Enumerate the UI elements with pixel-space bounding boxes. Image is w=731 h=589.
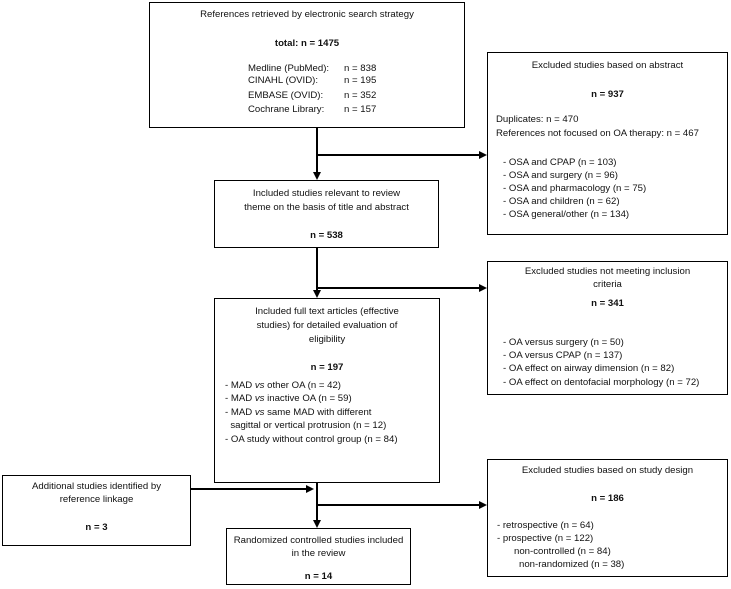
full-text-item: - OA study without control group (n = 84… bbox=[225, 434, 398, 445]
arrow-right-icon bbox=[306, 485, 314, 493]
full-text-item: - MAD vs same MAD with different bbox=[225, 407, 372, 418]
excluded-item: - OA effect on airway dimension (n = 82) bbox=[503, 363, 675, 374]
box3-line: studies) for detailed evaluation of bbox=[256, 320, 398, 331]
full-text-box bbox=[214, 298, 440, 483]
source-count: n = 157 bbox=[344, 104, 377, 115]
excluded-design-count: n = 186 bbox=[591, 493, 624, 504]
source-name: Medline (PubMed): bbox=[248, 63, 330, 74]
search-title: References retrieved by electronic searc… bbox=[200, 9, 414, 20]
additional-studies-box bbox=[2, 475, 191, 546]
arrow-right-icon bbox=[479, 501, 487, 509]
source-name: EMBASE (OVID): bbox=[248, 90, 324, 101]
excluded-inclusion-line1: Excluded studies not meeting inclusion bbox=[524, 266, 691, 277]
excluded-item: - OSA and surgery (n = 96) bbox=[503, 170, 618, 181]
arrow-down-icon bbox=[313, 290, 321, 298]
arrow-right-icon bbox=[479, 151, 487, 159]
source-name: Cochrane Library: bbox=[248, 104, 325, 115]
excluded-item: - OA versus surgery (n = 50) bbox=[503, 337, 624, 348]
box4-line2: in the review bbox=[291, 548, 346, 559]
included-title-abstract-box bbox=[214, 180, 439, 248]
duplicates-line: Duplicates: n = 470 bbox=[496, 114, 579, 125]
connector-line bbox=[191, 488, 306, 490]
source-count: n = 195 bbox=[344, 75, 377, 86]
box3-count: n = 197 bbox=[310, 362, 344, 373]
connector-line bbox=[316, 248, 318, 290]
additional-line1: Additional studies identified by bbox=[31, 481, 162, 492]
excluded-design-title: Excluded studies based on study design bbox=[521, 465, 694, 476]
excluded-abstract-count: n = 937 bbox=[591, 89, 624, 100]
excluded-inclusion-line2: criteria bbox=[593, 279, 622, 290]
excluded-subitem: non-controlled (n = 84) bbox=[514, 546, 611, 557]
excluded-inclusion-box bbox=[487, 261, 728, 395]
box2-line1: Included studies relevant to review bbox=[252, 188, 401, 199]
source-count: n = 352 bbox=[344, 90, 377, 101]
source-name: CINAHL (OVID): bbox=[248, 75, 319, 86]
connector-line bbox=[316, 483, 318, 520]
box3-line: eligibility bbox=[308, 334, 346, 345]
excluded-subitem: non-randomized (n = 38) bbox=[519, 559, 625, 570]
excluded-item: - prospective (n = 122) bbox=[497, 533, 594, 544]
excluded-item: - retrospective (n = 64) bbox=[497, 520, 594, 531]
arrow-down-icon bbox=[313, 520, 321, 528]
box3-line: Included full text articles (effective bbox=[255, 306, 399, 317]
box4-count: n = 14 bbox=[304, 571, 333, 582]
rct-included-box bbox=[226, 528, 411, 585]
references-line: References not focused on OA therapy: n … bbox=[496, 128, 699, 139]
excluded-abstract-box bbox=[487, 52, 728, 235]
full-text-item: - MAD vs other OA (n = 42) bbox=[225, 380, 341, 391]
excluded-item: - OA effect on dentofacial morphology (n… bbox=[503, 377, 700, 388]
excluded-item: - OSA and CPAP (n = 103) bbox=[503, 157, 617, 168]
additional-line2: reference linkage bbox=[59, 494, 134, 505]
excluded-item: - OA versus CPAP (n = 137) bbox=[503, 350, 623, 361]
excluded-item: - OSA and children (n = 62) bbox=[503, 196, 620, 207]
excluded-item: - OSA and pharmacology (n = 75) bbox=[503, 183, 647, 194]
excluded-item: - OSA general/other (n = 134) bbox=[503, 209, 630, 220]
excluded-abstract-title: Excluded studies based on abstract bbox=[531, 60, 684, 71]
arrow-down-icon bbox=[313, 172, 321, 180]
full-text-item: - MAD vs inactive OA (n = 59) bbox=[225, 393, 352, 404]
arrow-right-icon bbox=[479, 284, 487, 292]
connector-line bbox=[316, 154, 479, 156]
additional-count: n = 3 bbox=[85, 522, 108, 533]
source-count: n = 838 bbox=[344, 63, 377, 74]
excluded-inclusion-count: n = 341 bbox=[591, 298, 624, 309]
box2-line2: theme on the basis of title and abstract bbox=[244, 202, 409, 213]
excluded-design-box bbox=[487, 459, 728, 577]
connector-line bbox=[316, 504, 479, 506]
box2-count: n = 538 bbox=[310, 230, 343, 241]
search-results-box bbox=[149, 2, 465, 128]
connector-line bbox=[316, 128, 318, 172]
box4-line1: Randomized controlled studies included bbox=[233, 535, 404, 546]
full-text-item: sagittal or vertical protrusion (n = 12) bbox=[225, 420, 387, 431]
connector-line bbox=[316, 287, 479, 289]
search-total: total: n = 1475 bbox=[274, 38, 340, 49]
